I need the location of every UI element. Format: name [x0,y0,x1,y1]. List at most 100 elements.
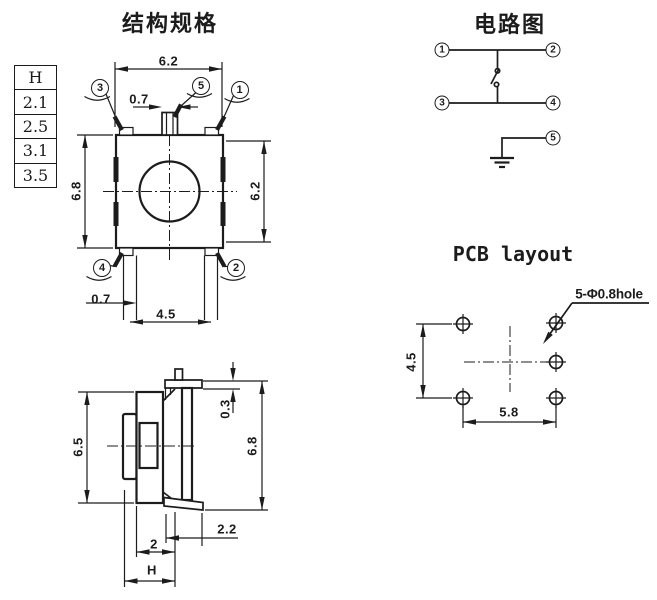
dim-arrow [420,324,426,337]
dim-body-width: 6.2 [158,53,179,69]
dim-arrow [130,319,143,325]
hole-note: 5-Φ0.8hole [575,286,643,302]
leader-line [546,302,573,339]
side-pad [220,202,226,226]
leader-arrow [543,331,553,344]
side-pad [113,202,119,226]
dim-arrow [82,235,88,248]
dim-arrow [84,490,90,503]
terminal-tab [204,126,220,136]
label-tail [220,275,246,281]
dim-arrow [420,385,426,398]
dim-lead-pitch: 4.5 [156,306,176,322]
label-tail [86,275,112,281]
h-table-row: 3.5 [22,165,49,185]
pcb-title: PCB layout [452,242,574,266]
hole [546,388,566,408]
dim-arrow [84,392,90,405]
dim-ext [203,380,268,390]
terminal-tab [118,126,134,136]
dim-arrow [177,104,191,110]
hole [546,313,566,333]
dim-overall-height: 6.8 [68,181,84,201]
label-tail [84,95,111,101]
pin-label-3: 3 [91,79,109,97]
dim-col-pitch: 5.8 [499,404,519,420]
pcb-layout-drawing [416,302,649,428]
dim-arrow [136,549,150,555]
dim-stem-width: 0.7 [129,91,149,107]
stem-pin [174,368,184,381]
circuit-pin-2: 2 [545,42,561,58]
dim-side-overall-width: 6.8 [244,436,260,456]
contact-dot [493,81,500,88]
dim-ext [416,323,452,399]
side-pad [113,157,119,182]
switch-arm [490,69,500,85]
dim-arrow [149,104,162,110]
dim-lead-thickness: 0.3 [217,399,233,419]
dim-side-body-width: 6.5 [70,437,86,457]
structure-title: 结构规格 [121,12,219,37]
height-options-table: H 2.1 2.5 3.1 3.5 [14,65,57,188]
circuit-title: 电路图 [473,13,547,38]
pin-label-1: 1 [230,81,249,99]
dim-arrow [124,578,138,584]
terminal-tab [118,247,134,257]
pin-label-5: 5 [192,77,210,95]
dim-arrow [162,549,175,555]
dim-lead-length: 2.2 [217,521,237,537]
dim-arrow [259,497,265,510]
dim-row-pitch: 4.5 [403,352,419,372]
dim-arrow [259,381,265,394]
dim-ext [165,513,203,546]
dim-arrow [230,389,236,402]
circuit-pin-5: 5 [545,130,561,146]
dim-ext [462,406,557,428]
lead-stroke [112,115,124,132]
dim-base-width: 2 [150,536,158,552]
lead-stroke [215,251,227,268]
dim-ext [123,490,176,587]
dim-body-height: 6.2 [247,181,263,201]
stem-terminal [161,111,179,136]
wire-5-ground [501,137,547,158]
stem-inner-lines [165,112,174,135]
top-lead-hook [164,388,172,400]
dim-ext [77,134,113,249]
label-tail [186,92,213,98]
dim-arrow [115,66,128,72]
terminal-tab [204,247,220,257]
dim-ext [114,62,223,127]
dim-lead-width: 0.7 [91,291,111,307]
h-table-header: H [15,66,56,91]
h-table-row: 2.1 [15,90,56,115]
leader-line-5 [181,92,197,106]
pin-label-4: 4 [93,259,111,277]
pin-label-2: 2 [227,259,245,277]
hole [453,388,473,408]
lead-stroke [112,251,124,268]
circuit-pin-1: 1 [434,42,450,58]
leader-line-1 [223,95,235,118]
h-table-row: 3.1 [15,139,56,164]
dim-arrow [230,368,236,381]
hole [546,352,566,372]
lead-stroke [215,115,227,132]
dim-arrow [543,419,556,425]
h-table-row: 2.5 [15,115,56,140]
dim-arrow [463,419,476,425]
side-view-drawing [78,362,268,587]
lead-stroke [172,103,183,118]
top-lead [164,379,203,389]
dim-arrow [123,300,137,306]
dim-arrow [209,66,222,72]
dim-arrow [261,229,267,242]
circuit-diagram [448,49,547,169]
dim-arrow [166,535,179,541]
lead-extension-lines [122,255,219,320]
bottom-lead-foot [163,496,204,511]
top-view-drawing [77,62,271,325]
